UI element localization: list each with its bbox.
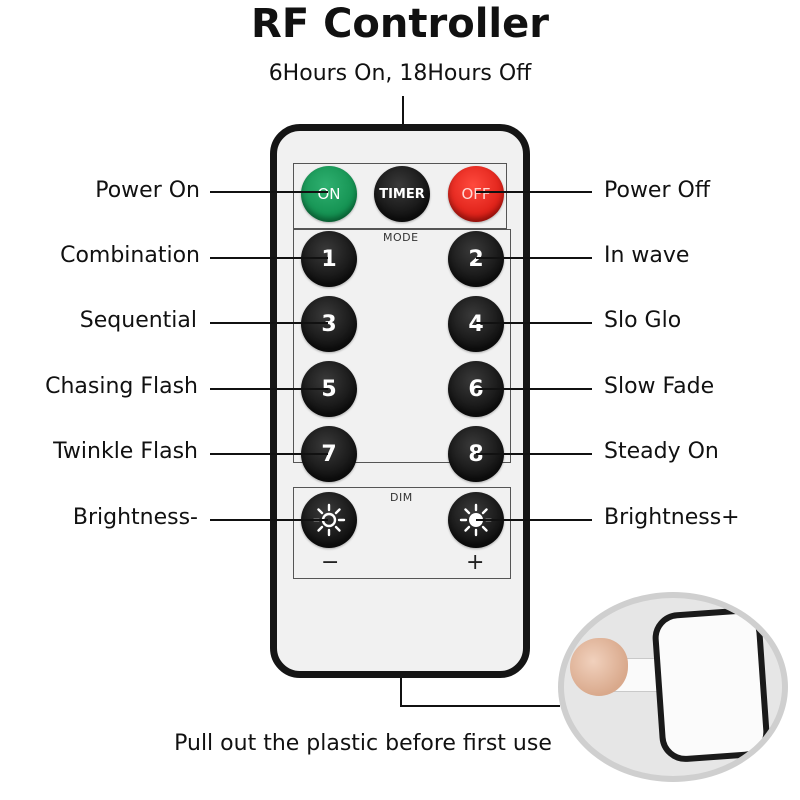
label-in-wave: In wave bbox=[604, 243, 690, 268]
mode-button-1[interactable]: 1 bbox=[301, 231, 357, 287]
pointer-line-in-wave bbox=[476, 257, 592, 259]
pointer-line-brightness-plus bbox=[476, 519, 592, 521]
label-chasing-flash: Chasing Flash bbox=[45, 374, 198, 399]
top-panel bbox=[293, 163, 507, 229]
pointer-line-chasing-flash bbox=[210, 388, 328, 390]
page-subtitle: 6Hours On, 18Hours Off bbox=[268, 61, 532, 86]
pull-tab-inset-photo bbox=[558, 592, 788, 782]
minus-sign: − bbox=[321, 550, 340, 575]
off-button[interactable]: OFF bbox=[448, 166, 504, 222]
label-brightness-minus: Brightness- bbox=[72, 505, 198, 530]
dim-caption: DIM bbox=[390, 491, 413, 504]
on-button[interactable]: ON bbox=[301, 166, 357, 222]
label-combination: Combination bbox=[60, 243, 200, 268]
bottom-caption: Pull out the plastic before first use bbox=[174, 731, 552, 756]
mode-panel bbox=[293, 229, 511, 463]
label-power-off: Power Off bbox=[604, 178, 710, 203]
label-brightness-plus: Brightness+ bbox=[604, 505, 740, 530]
mode-button-2[interactable]: 2 bbox=[448, 231, 504, 287]
pointer-line-slow-fade bbox=[476, 388, 592, 390]
label-steady-on: Steady On bbox=[604, 439, 719, 464]
pointer-line-twinkle-flash bbox=[210, 453, 328, 455]
pointer-line-power-off bbox=[476, 191, 592, 193]
pull-tab-pointer-horizontal bbox=[400, 705, 560, 707]
label-power-on: Power On bbox=[95, 178, 200, 203]
pointer-line-power-on bbox=[210, 191, 328, 193]
page-title: RF Controller bbox=[251, 1, 549, 47]
label-twinkle-flash: Twinkle Flash bbox=[53, 439, 198, 464]
timer-button[interactable]: TIMER bbox=[374, 166, 430, 222]
plus-sign: + bbox=[466, 550, 485, 575]
mode-button-3[interactable]: 3 bbox=[301, 296, 357, 352]
pointer-line-combination bbox=[210, 257, 328, 259]
pointer-line-sequential bbox=[210, 322, 328, 324]
mode-caption: MODE bbox=[383, 231, 419, 244]
pointer-line-brightness-minus bbox=[210, 519, 328, 521]
mode-button-4[interactable]: 4 bbox=[448, 296, 504, 352]
label-slow-fade: Slow Fade bbox=[604, 374, 715, 399]
pull-tab-pointer-vertical bbox=[400, 678, 402, 706]
label-sequential: Sequential bbox=[79, 308, 197, 333]
pointer-line-steady-on bbox=[476, 453, 592, 455]
label-slo-glo: Slo Glo bbox=[604, 308, 682, 333]
finger-image bbox=[570, 638, 628, 696]
dim-panel bbox=[293, 487, 511, 579]
pointer-line-slo-glo bbox=[476, 322, 592, 324]
